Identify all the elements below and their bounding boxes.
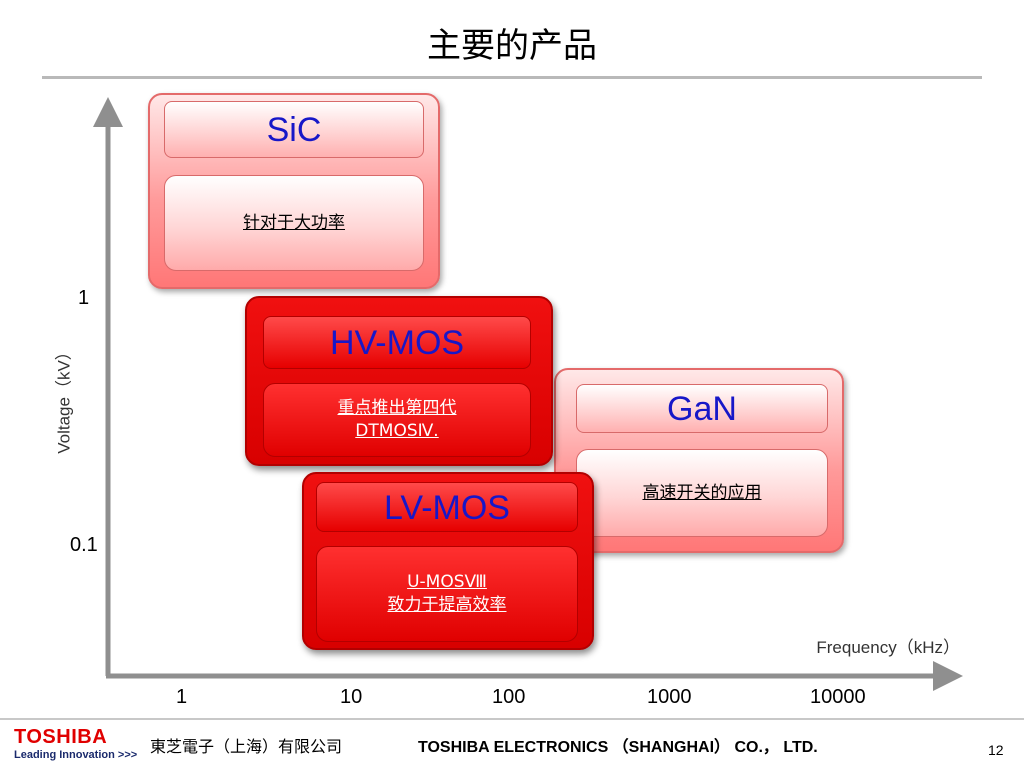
- hvmos-desc-line1: 重点推出第四代: [337, 398, 457, 419]
- gan-desc: 高速开关的应用: [642, 482, 762, 503]
- hvmos-desc-box: 重点推出第四代 DTMOSⅣ.: [263, 383, 531, 457]
- logo-tagline: Leading Innovation >>>: [14, 749, 137, 761]
- y-tick-0-1: 0.1: [70, 534, 98, 556]
- lvmos-desc-line1: U-MOSⅧ: [407, 572, 487, 593]
- lvmos-desc-box: U-MOSⅧ 致力于提高效率: [316, 546, 578, 642]
- gan-header: GaN: [576, 384, 828, 433]
- y-tick-1: 1: [78, 287, 90, 309]
- x-tick-10000: 10000: [810, 686, 866, 708]
- x-tick-10: 10: [340, 686, 363, 708]
- chevrons-icon: >>>: [117, 749, 138, 761]
- company-name-en: TOSHIBA ELECTRONICS （SHANGHAI） CO.， LTD.: [418, 739, 818, 756]
- lvmos-header: LV-MOS: [316, 482, 578, 532]
- x-axis-label: Frequency（kHz）: [816, 638, 960, 657]
- x-tick-1: 1: [176, 686, 188, 708]
- title-divider: [42, 76, 982, 79]
- toshiba-logo: TOSHIBA Leading Innovation >>>: [14, 727, 137, 761]
- lvmos-desc-line2: 致力于提高效率: [387, 595, 507, 615]
- sic-header: SiC: [164, 101, 424, 158]
- gan-desc-box: 高速开关的应用: [576, 449, 828, 537]
- company-name-cn: 東芝電子（上海）有限公司: [150, 737, 343, 756]
- x-tick-100: 100: [492, 686, 526, 708]
- logo-tagline-text: Leading Innovation: [14, 749, 115, 761]
- page-number: 12: [988, 742, 1004, 758]
- sic-desc-box: 针对于大功率: [164, 175, 424, 271]
- x-tick-1000: 1000: [647, 686, 692, 708]
- page-title: 主要的产品: [427, 26, 597, 66]
- logo-brand: TOSHIBA: [14, 726, 108, 748]
- footer-divider: [0, 718, 1024, 720]
- hvmos-header: HV-MOS: [263, 316, 531, 369]
- hvmos-desc-line2: DTMOSⅣ.: [355, 421, 439, 441]
- y-axis-label: Voltage（kV）: [54, 343, 74, 454]
- sic-desc: 针对于大功率: [243, 212, 345, 233]
